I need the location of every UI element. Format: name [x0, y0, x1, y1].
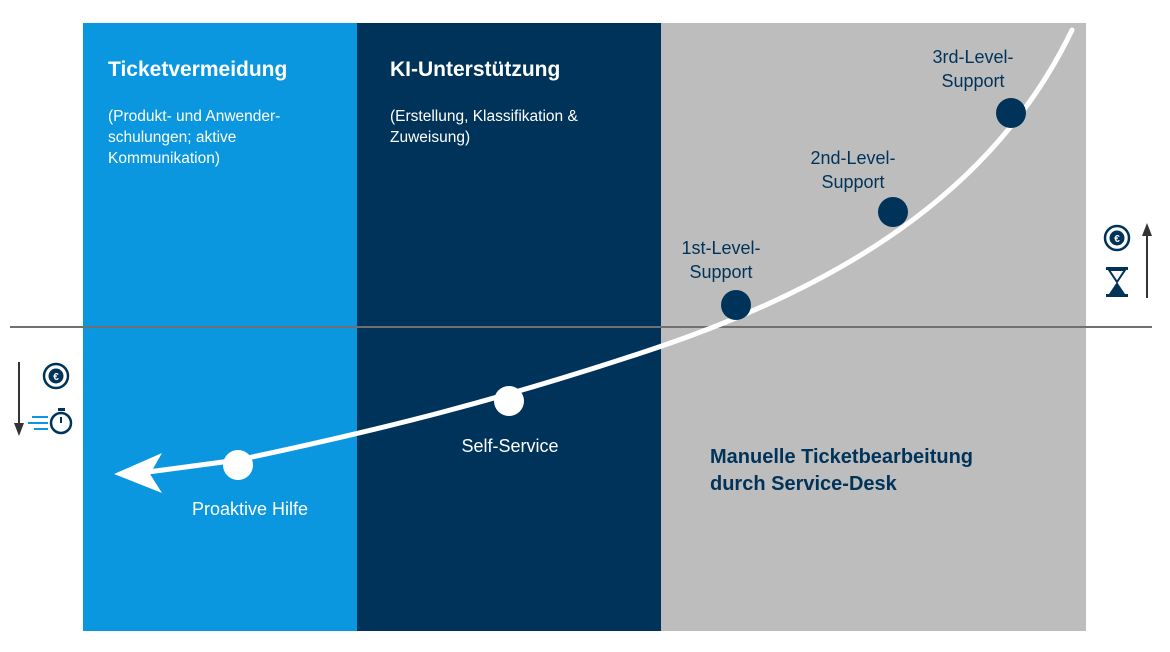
- svg-text:€: €: [53, 372, 59, 383]
- svg-text:€: €: [1114, 234, 1120, 245]
- panel-subtitle-ki-unterstuetzung: (Erstellung, Klassifikation & Zuweisung): [390, 108, 578, 146]
- cost-time-decrease-indicator: €: [14, 362, 73, 436]
- hourglass-icon: [1106, 267, 1128, 297]
- panel-title-ticketvermeidung: Ticketvermeidung: [108, 58, 288, 81]
- label-2nd-level-support: 2nd-Level- Support: [810, 148, 896, 192]
- label-1st-level-support: 1st-Level- Support: [681, 238, 761, 282]
- euro-coin-icon: €: [1103, 224, 1131, 252]
- panel-title-manuelle-bearbeitung: Manuelle Ticketbearbeitung durch Service…: [710, 446, 974, 495]
- label-self-service: Self-Service: [461, 436, 559, 456]
- point-3rd-level: [996, 98, 1026, 128]
- point-1st-level: [721, 290, 751, 320]
- cost-time-increase-indicator: €: [1103, 223, 1152, 298]
- arrow-down-icon: [14, 362, 24, 436]
- point-self-service: [494, 386, 524, 416]
- point-proaktive-hilfe: [223, 450, 253, 480]
- fast-stopwatch-icon: [28, 408, 73, 435]
- panel-title-ki-unterstuetzung: KI-Unterstützung: [390, 58, 561, 81]
- curve-arrowhead-icon: [114, 453, 162, 493]
- arrow-up-icon: [1142, 223, 1152, 298]
- euro-coin-icon: €: [42, 362, 70, 390]
- label-proaktive-hilfe: Proaktive Hilfe: [191, 499, 309, 519]
- label-3rd-level-support: 3rd-Level- Support: [932, 47, 1014, 91]
- escalation-curve: [145, 27, 1075, 475]
- point-2nd-level: [878, 197, 908, 227]
- panel-subtitle-ticketvermeidung: (Produkt- und Anwender- schulungen; akti…: [108, 108, 281, 167]
